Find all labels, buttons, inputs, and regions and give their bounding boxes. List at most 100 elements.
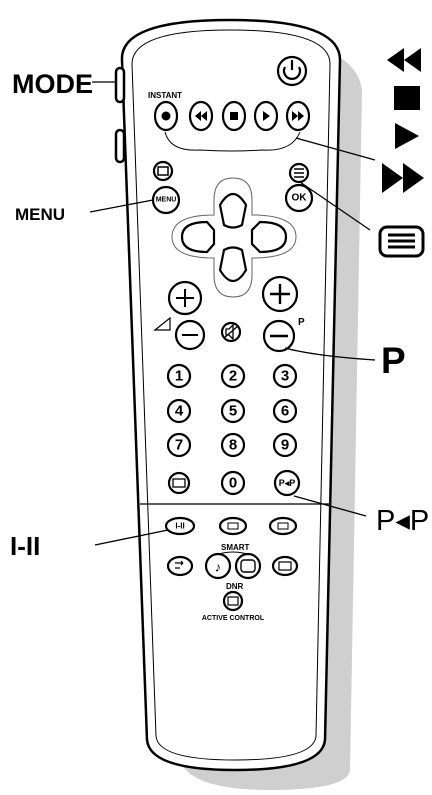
info-button[interactable]	[167, 471, 191, 495]
fast-forward-button[interactable]	[285, 100, 311, 132]
digit-label: 1	[175, 368, 183, 385]
program-up-button[interactable]	[261, 275, 299, 313]
i-ii-callout-line	[94, 529, 169, 546]
play-icon	[263, 111, 270, 121]
stop-icon	[394, 86, 420, 110]
mute-button[interactable]	[220, 321, 242, 343]
dual-screen-icon	[277, 522, 289, 530]
fast-forward-icon	[382, 163, 424, 193]
pp-button-label: P◂P	[279, 478, 296, 488]
second-side-button[interactable]	[114, 128, 126, 164]
digit-9-button[interactable]: 9	[272, 432, 298, 458]
dpad-right[interactable]	[250, 220, 288, 254]
dpad-left[interactable]	[180, 220, 216, 254]
screen-format-icon	[278, 561, 292, 571]
digit-4-button[interactable]: 4	[166, 398, 192, 424]
ok-button[interactable]: OK	[284, 183, 314, 213]
active-control-button[interactable]	[222, 590, 244, 612]
volume-wedge-icon	[153, 316, 171, 331]
play-button[interactable]	[253, 100, 279, 132]
play-icon	[395, 123, 419, 149]
teletext-icon	[294, 168, 304, 178]
remote-body	[120, 18, 342, 772]
input-icon	[175, 560, 184, 569]
digit-label: 4	[175, 403, 184, 420]
dnr-label: DNR	[226, 582, 244, 591]
digit-label: 5	[229, 403, 237, 420]
digit-label: 0	[229, 475, 237, 492]
power-icon	[282, 66, 302, 80]
fast-forward-icon	[292, 111, 304, 121]
transport-arc	[164, 131, 301, 152]
picture-format-icon	[157, 166, 169, 176]
digit-6-button[interactable]: 6	[272, 398, 298, 424]
p-callout-label: P	[381, 340, 406, 381]
digit-1-button[interactable]: 1	[166, 363, 192, 389]
i-ii-button-label: I-II	[175, 522, 184, 531]
record-icon	[161, 111, 171, 121]
screen-format-button[interactable]	[271, 555, 299, 577]
rewind-icon	[387, 48, 421, 72]
program-down-button[interactable]	[262, 319, 296, 353]
rewind-icon	[195, 111, 207, 121]
menu-button[interactable]: MENU	[151, 185, 181, 215]
menu-callout-line	[89, 199, 154, 213]
input-select-button[interactable]	[166, 555, 194, 577]
stop-icon	[230, 112, 238, 120]
remote-inner-edge	[131, 29, 331, 761]
digit-0-button[interactable]: 0	[220, 470, 246, 496]
mode-side-button[interactable]	[114, 66, 126, 104]
active-control-icon	[227, 596, 239, 606]
pip-icon	[227, 522, 239, 530]
transport-callout-line	[295, 137, 376, 161]
volume-down-button[interactable]	[174, 319, 206, 351]
dpad-up[interactable]	[218, 192, 248, 229]
teletext-callout-line	[299, 181, 371, 231]
picture-format-button[interactable]	[152, 160, 174, 182]
music-note-icon: ♪	[215, 560, 222, 575]
digit-5-button[interactable]: 5	[220, 398, 246, 424]
dual-screen-button[interactable]	[268, 516, 298, 536]
digit-label: 8	[229, 437, 237, 454]
active-control-label: ACTIVE CONTROL	[202, 615, 265, 622]
volume-up-button[interactable]	[167, 280, 203, 316]
program-small-label: P	[298, 317, 305, 328]
menu-callout-label: MENU	[15, 205, 65, 224]
digit-2-button[interactable]: 2	[220, 363, 246, 389]
pp-callout-line	[293, 495, 367, 517]
digit-label: 3	[281, 368, 289, 385]
teletext-icon	[378, 225, 425, 258]
smart-picture-button[interactable]	[234, 552, 262, 580]
i-ii-button[interactable]: I-II	[164, 516, 196, 536]
pip-button[interactable]	[218, 516, 248, 536]
screen-icon	[240, 559, 256, 573]
teletext-button[interactable]	[288, 162, 310, 184]
smart-label: SMART	[221, 543, 250, 552]
pp-button[interactable]: P◂P	[273, 469, 301, 497]
digit-8-button[interactable]: 8	[220, 432, 246, 458]
digit-label: 9	[281, 437, 289, 454]
digit-3-button[interactable]: 3	[272, 363, 298, 389]
plus-icon	[176, 289, 194, 307]
menu-button-label: MENU	[156, 197, 177, 204]
pp-callout-label: P◂P	[376, 505, 429, 537]
rewind-button[interactable]	[188, 100, 214, 132]
digit-label: 2	[229, 368, 237, 385]
dpad-down[interactable]	[218, 246, 248, 283]
record-button[interactable]	[153, 100, 179, 132]
p-callout-line	[284, 347, 376, 361]
power-button[interactable]	[276, 55, 308, 87]
instant-label: INSTANT	[148, 91, 182, 100]
digit-7-button[interactable]: 7	[166, 432, 192, 458]
smart-sound-button[interactable]: ♪	[204, 552, 232, 580]
ok-button-label: OK	[292, 193, 308, 204]
digit-label: 7	[175, 437, 183, 454]
info-icon	[172, 478, 186, 488]
dpad-outline	[171, 177, 297, 298]
stop-button[interactable]	[221, 100, 247, 132]
plus-icon	[270, 284, 290, 304]
i-ii-callout-label: I-II	[10, 531, 40, 561]
mute-icon	[223, 323, 239, 341]
mode-callout-label: MODE	[12, 69, 93, 99]
